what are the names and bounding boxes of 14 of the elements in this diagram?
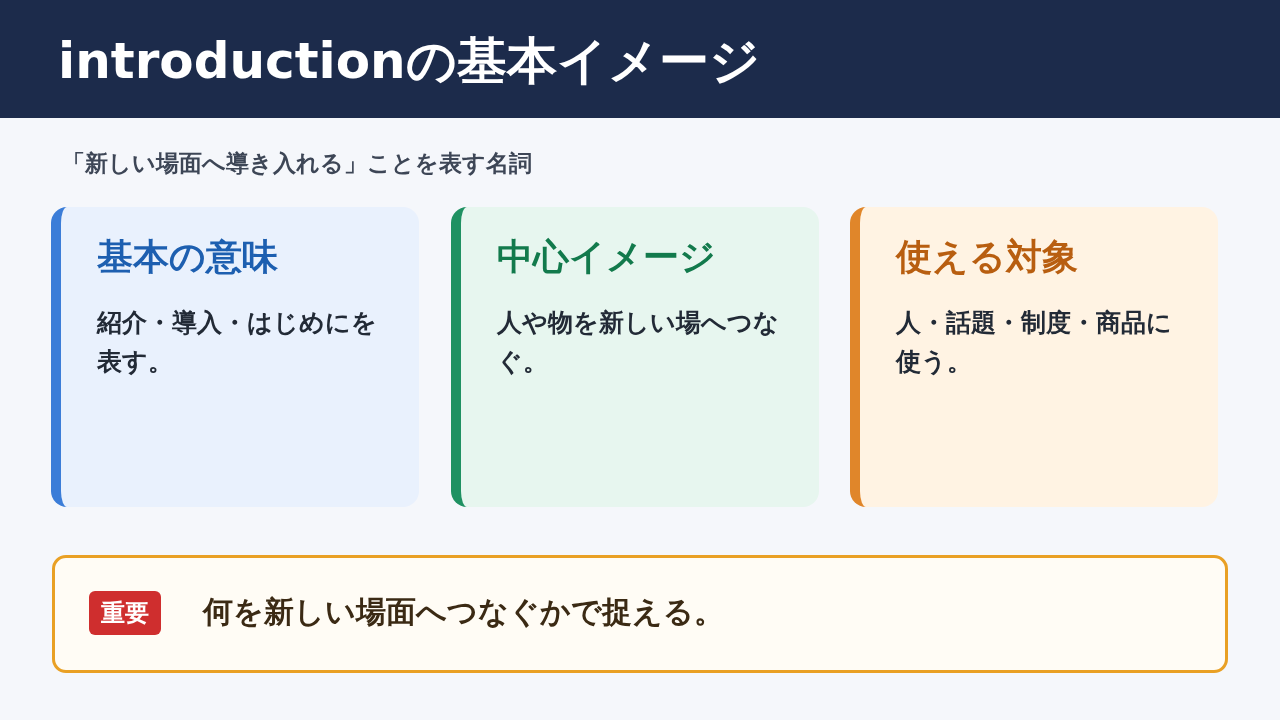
card-body-text: 紹介・導入・はじめにを表す。: [97, 307, 378, 378]
info-card: [850, 207, 1218, 507]
card-body-text: 人や物を新しい場へつなぐ。: [497, 307, 780, 378]
slide-title: introductionの基本イメージ: [58, 31, 760, 92]
info-card: [51, 207, 419, 507]
card-heading: 使える対象: [896, 235, 1079, 279]
card-heading: 基本の意味: [97, 235, 279, 279]
label-tag: 重要: [89, 591, 161, 635]
note-text: 何を新しい場面へつなぐかで捉える。: [203, 593, 724, 631]
info-card: [451, 207, 819, 507]
card-body-text: 人・話題・制度・商品に使う。: [896, 307, 1173, 378]
card-heading: 中心イメージ: [497, 235, 717, 279]
subtitle-text: 「新しい場面へ導き入れる」ことを表す名詞: [62, 149, 532, 178]
note-box: [52, 555, 1228, 673]
